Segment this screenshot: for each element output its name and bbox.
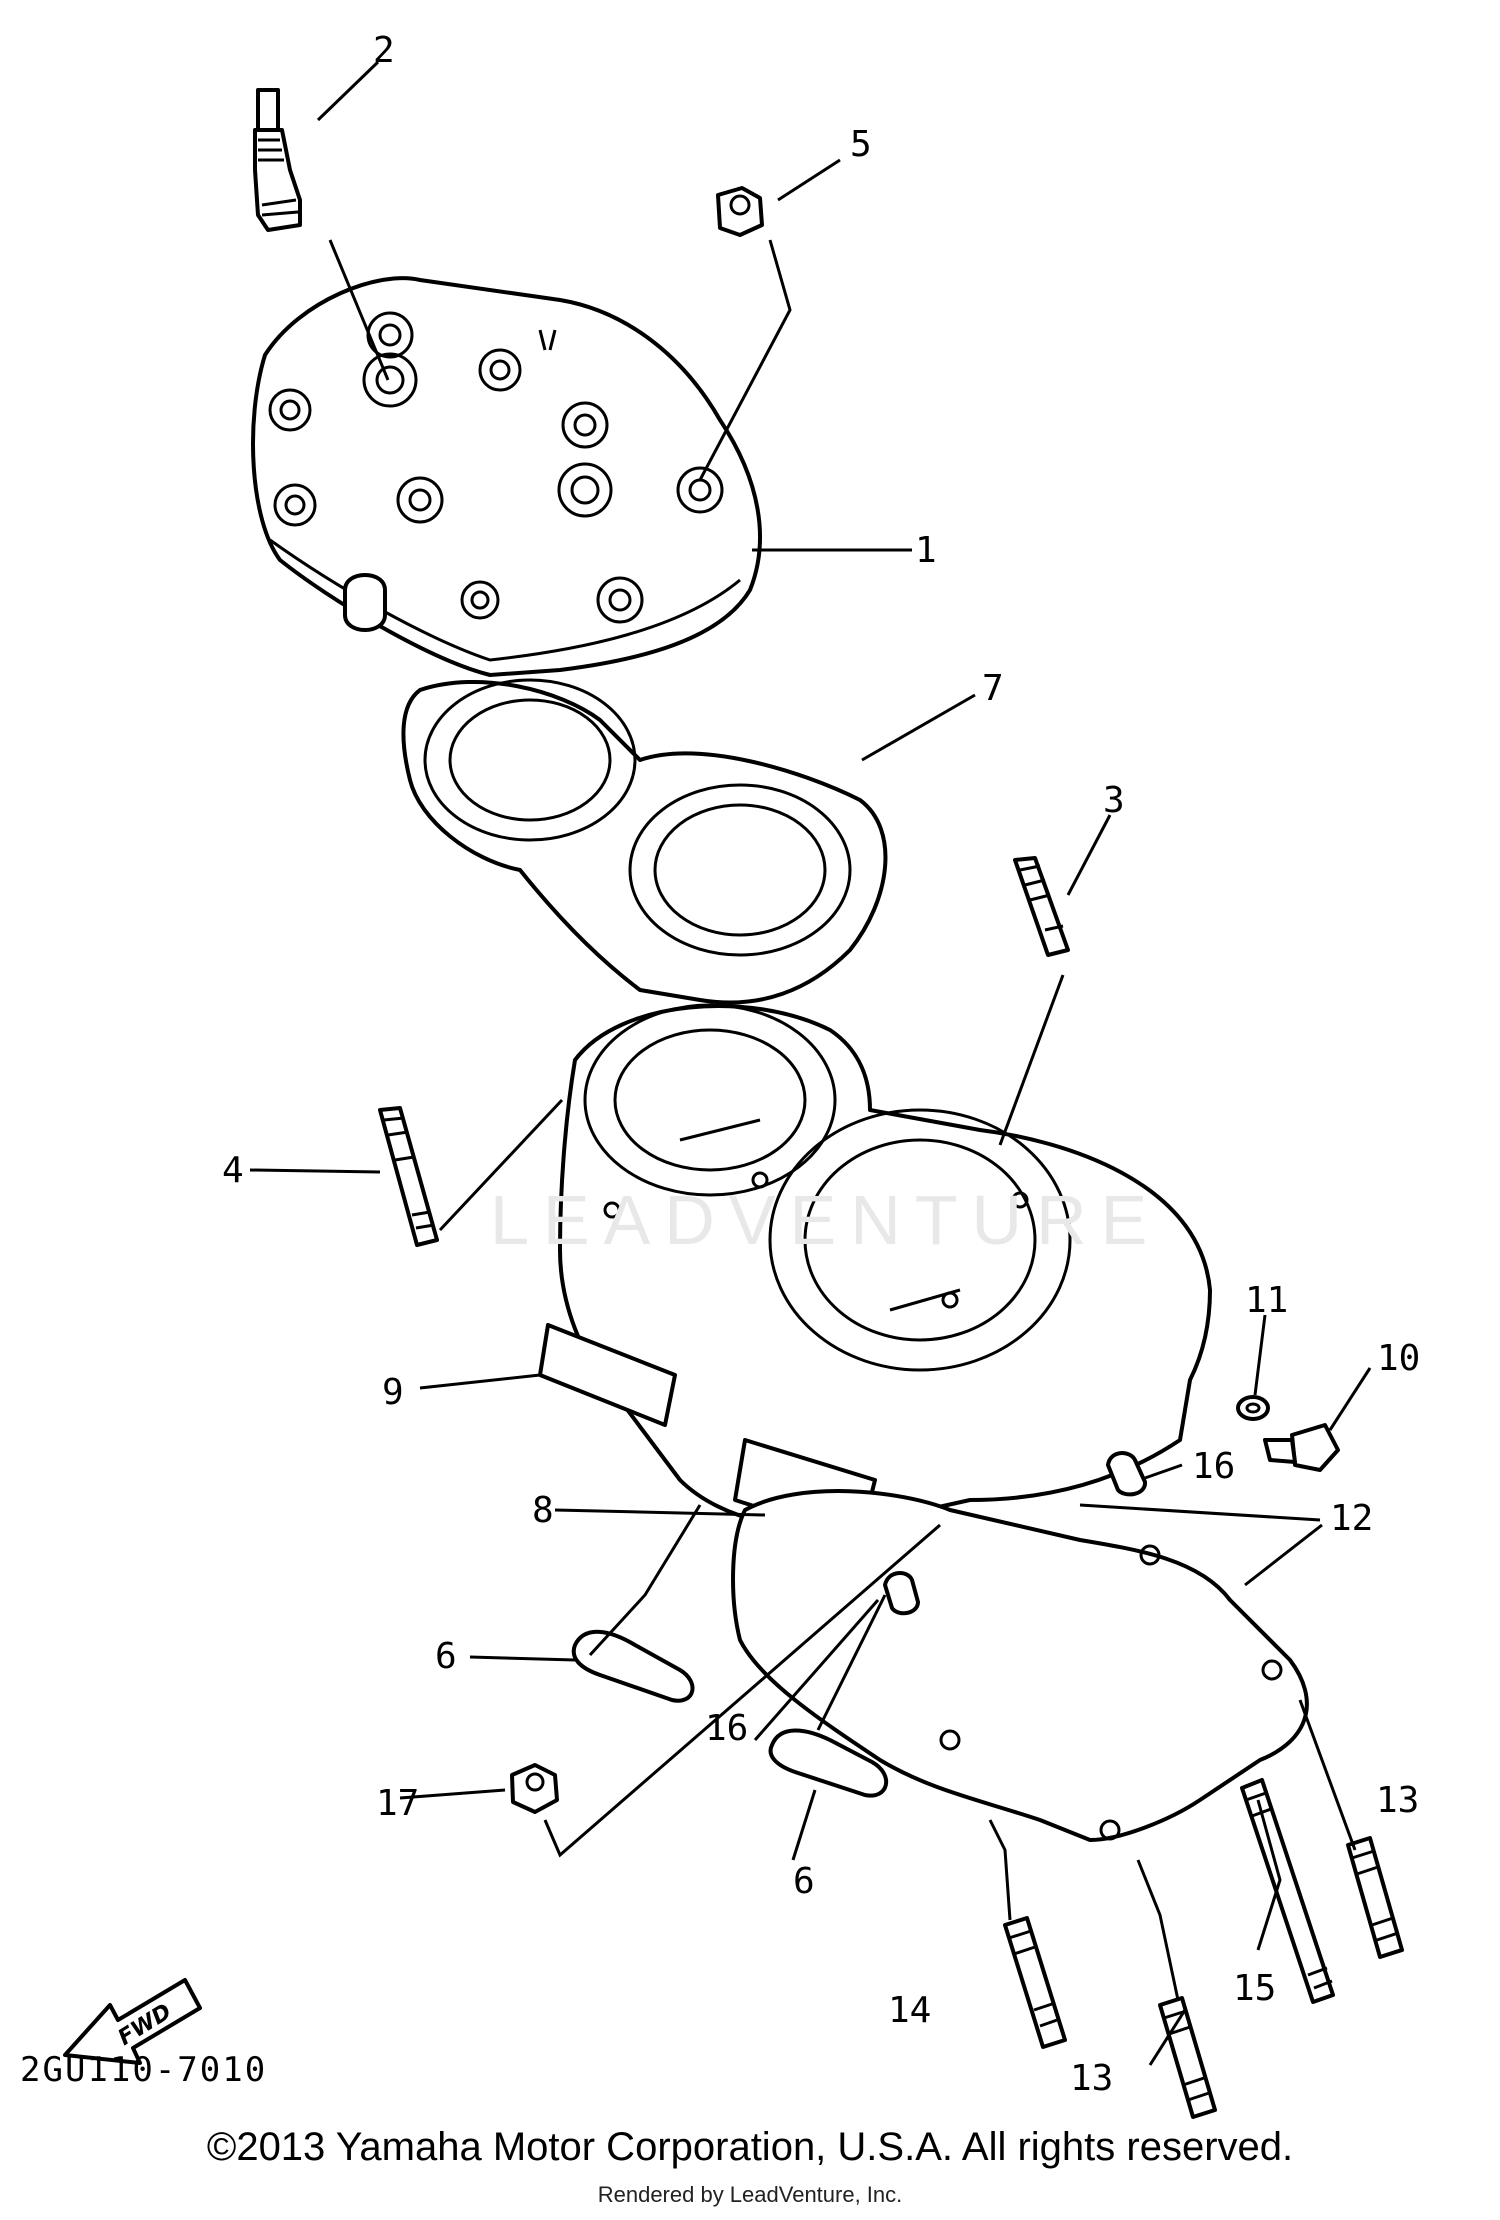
spark-plug[interactable] — [253, 88, 302, 232]
drawing-code: 2GU110-7010 — [20, 2050, 268, 2090]
watermark: LEADVENTURE — [490, 1181, 1162, 1259]
gasket-6-lower[interactable] — [768, 1728, 889, 1798]
callout-14: 14 — [888, 1990, 931, 2031]
callout-11: 11 — [1245, 1280, 1288, 1321]
stud-4[interactable] — [378, 1106, 439, 1247]
stud-13-right[interactable] — [1346, 1836, 1404, 1959]
callout-16-left: 16 — [705, 1708, 748, 1749]
callout-15: 15 — [1233, 1968, 1276, 2009]
stud-3[interactable] — [1013, 856, 1070, 957]
callout-1: 1 — [915, 530, 937, 571]
callout-6-upper: 6 — [435, 1636, 457, 1677]
callout-5: 5 — [850, 124, 872, 165]
callout-8: 8 — [532, 1490, 554, 1531]
bolt-10[interactable] — [1263, 1423, 1340, 1472]
callout-16-right: 16 — [1192, 1446, 1235, 1487]
callout-6-lower: 6 — [793, 1861, 815, 1902]
dowel-pin-16-right[interactable] — [1106, 1451, 1147, 1497]
callout-7: 7 — [982, 668, 1004, 709]
cylinder-block[interactable] — [558, 1003, 1212, 1530]
callout-13-bottom: 13 — [1070, 2058, 1113, 2099]
cylinder-head-nut[interactable] — [716, 186, 764, 237]
callout-17: 17 — [376, 1783, 419, 1824]
stud-13-bottom[interactable] — [1158, 1996, 1217, 2119]
callout-3: 3 — [1103, 780, 1125, 821]
gasket-6-upper[interactable] — [571, 1629, 695, 1703]
callout-labels: 1 2 3 4 5 6 6 7 8 9 10 11 12 13 13 14 15… — [222, 30, 1420, 2099]
callout-12: 12 — [1330, 1498, 1373, 1539]
callout-13-right: 13 — [1376, 1780, 1419, 1821]
cylinder-head[interactable] — [251, 276, 762, 677]
nut-17[interactable] — [510, 1763, 559, 1814]
stud-14[interactable] — [1003, 1916, 1067, 2049]
copyright-notice: ©2013 Yamaha Motor Corporation, U.S.A. A… — [206, 2125, 1294, 2169]
washer-11[interactable] — [1236, 1395, 1270, 1421]
callout-10: 10 — [1377, 1338, 1420, 1379]
dowel-pin-16-left[interactable] — [883, 1571, 920, 1616]
leader-lines — [249, 60, 1372, 2066]
callout-4: 4 — [222, 1150, 244, 1191]
head-gasket[interactable] — [401, 678, 888, 1005]
rendered-by-credit: Rendered by LeadVenture, Inc. — [597, 2182, 903, 2207]
intake-reed-piece[interactable] — [538, 1323, 677, 1427]
callout-9: 9 — [382, 1372, 404, 1413]
callout-2: 2 — [373, 30, 395, 71]
